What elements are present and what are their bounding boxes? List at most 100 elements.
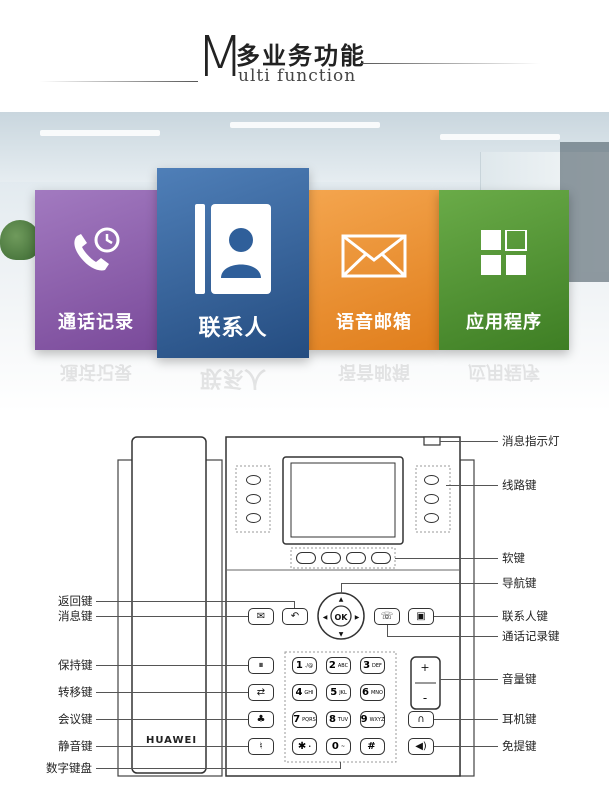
callout-line [434,616,498,617]
tile-contacts[interactable]: 联系人 [157,168,309,358]
callout-line [434,746,498,747]
tile-reflection: 通话记录 [60,361,132,382]
line-key-right-3[interactable] [424,513,439,523]
header-divider-right [360,63,540,64]
dial-key-star[interactable]: ✱• [292,738,317,755]
key-letters: JKL [339,689,347,696]
mute-mic-icon: ♮ [259,741,263,752]
callout-line-keys: 线路键 [502,478,537,492]
tile-applications[interactable]: 应用程序 [439,190,569,350]
envelope-icon: ✉ [256,611,266,622]
line-key-left-3[interactable] [246,513,261,523]
header-divider-left [40,81,198,82]
transfer-key[interactable]: ⇄ [248,684,274,701]
feature-banner: 通话记录 联系人 语音邮箱 应用程序 通话记录 联系人 语音邮箱 应用程 [0,112,609,412]
phone-outline: + - OK ▲ ▼ ◀ ▶ [117,436,475,777]
key-letters: ~ [340,743,346,750]
soft-key-2[interactable] [321,552,341,564]
callout-line [395,558,498,559]
header-title-cn: 多业务功能 [236,42,366,70]
key-letters: GHI [304,689,314,696]
tile-label: 联系人 [198,316,268,341]
callout-line [96,616,248,617]
callout-mute-key: 静音键 [58,739,93,753]
ceiling-light [40,130,160,136]
soft-key-1[interactable] [296,552,316,564]
callout-line [96,719,248,720]
key-digit: 1 [295,660,303,671]
key-digit: 5 [330,687,338,698]
callout-contacts-key: 联系人键 [502,609,548,623]
key-letters: WXYZ [369,716,385,723]
key-digit: 4 [295,687,303,698]
line-key-left-2[interactable] [246,494,261,504]
callout-line [96,601,294,602]
tile-reflection: 语音邮箱 [338,361,410,382]
key-letters: MNO [370,689,383,696]
phone-clock-icon: ☏ [380,611,394,622]
soft-key-4[interactable] [371,552,391,564]
callout-headset-key: 耳机键 [502,712,537,726]
key-digit: ✱ [297,741,307,752]
key-digit: 9 [360,714,368,725]
line-key-right-1[interactable] [424,475,439,485]
key-letters: • [308,743,312,750]
callout-transfer-key: 转移键 [58,685,93,699]
app-grid-icon [481,230,527,275]
line-key-left-1[interactable] [246,475,261,485]
callout-conference-key: 会议键 [58,712,93,726]
callout-volume-key: 音量键 [502,672,537,686]
header-title-en: ulti function [238,66,357,86]
callout-speaker-key: 免提键 [502,739,537,753]
callout-message-light: 消息指示灯 [502,434,560,448]
transfer-icon: ⇄ [256,687,266,698]
callout-line [341,583,498,584]
conference-key[interactable]: ♣ [248,711,274,728]
speaker-key[interactable]: ◀) [408,738,434,755]
callout-call-log-key: 通话记录键 [502,629,560,643]
dial-key-hash[interactable]: # [360,738,385,755]
contacts-key[interactable]: ▣ [408,608,434,625]
message-key[interactable]: ✉ [248,608,274,625]
key-digit: 3 [363,660,371,671]
callout-line [440,679,498,680]
headset-key[interactable]: ∩ [408,711,434,728]
svg-text:▶: ▶ [355,614,360,621]
callout-line [294,601,295,608]
callout-message-key: 消息键 [58,609,93,623]
mute-key[interactable]: ♮ [248,738,274,755]
phone-clock-icon [74,227,120,271]
key-letters: PQRS [302,716,316,723]
hold-key[interactable]: ⏸ [248,657,274,674]
dial-key-1[interactable]: 1./@ [292,657,317,674]
callout-line [96,768,341,769]
dial-key-0[interactable]: 0~ [326,738,351,755]
key-digit: 6 [362,687,369,698]
back-key[interactable]: ↶ [282,608,308,625]
callout-line [387,636,498,637]
soft-key-3[interactable] [346,552,366,564]
tile-voicemail[interactable]: 语音邮箱 [309,190,439,350]
tile-label: 通话记录 [58,312,134,333]
svg-text:-: - [423,691,427,705]
tile-call-log[interactable]: 通话记录 [35,190,157,350]
key-digit: 8 [328,714,336,725]
tile-label: 应用程序 [466,312,542,333]
callout-line [434,719,498,720]
callout-line [96,692,248,693]
call-log-key[interactable]: ☏ [374,608,400,625]
hold-icon: ⏸ [258,660,264,671]
tile-reflection: 应用程序 [468,361,540,382]
callout-line [96,665,248,666]
key-digit: 0 [331,741,339,752]
callout-nav-keys: 导航键 [502,576,537,590]
line-key-right-2[interactable] [424,494,439,504]
